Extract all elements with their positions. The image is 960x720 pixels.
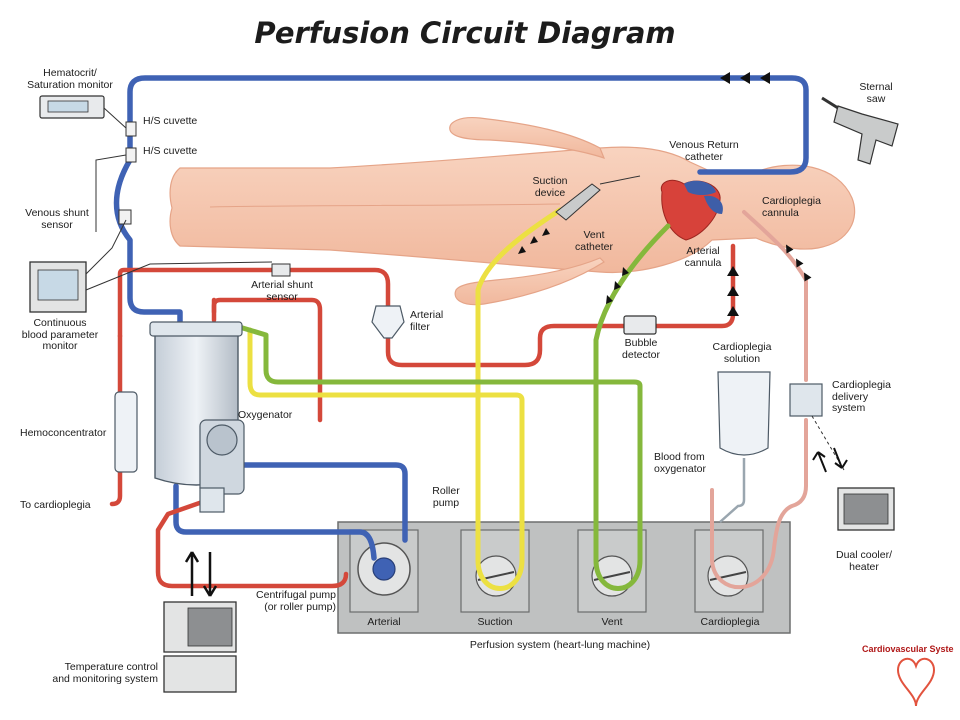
suction-device-handle [555,183,601,221]
perfusion-system-label: Perfusion system (heart-lung machine) [469,639,651,651]
brand-heart-icon [896,657,936,707]
arterial-shunt-sensor-label: Arterial shunt sensor [251,279,313,303]
arterial-shunt-sensor-device [271,263,291,277]
heart-lung-machine [337,521,791,634]
cardioplegia-solution-label: Cardioplegia solution [712,341,772,365]
vent-catheter-label: Vent catheter [575,229,613,253]
cardioplegia-delivery-label: Cardioplegia delivery system [832,379,891,414]
down-arrow-icon [202,552,218,597]
oxygenator-label: Oxygenator [238,409,293,421]
arterial-filter-label: Arterial filter [410,309,444,333]
brand-text: Cardiovascular Syste [862,644,954,654]
cardioplegia-solution-bag [717,371,771,456]
temperature-control-device [163,601,237,693]
sternal-saw-label: Sternal saw [859,81,893,105]
hs-cuvette-1-device [125,121,137,137]
continuous-monitor-label: Continuous blood parameter monitor [21,317,99,352]
bubble-detector-device [623,315,657,335]
vent-line [233,223,671,591]
down-arrow-icon [833,447,848,469]
arterial-filter-device [371,305,405,339]
arterial-line [109,243,736,589]
hemoconcentrator-device [114,391,138,473]
pump-suction-label: Suction [477,616,513,628]
hemoconcentrator-label: Hemoconcentrator [20,427,107,439]
cardioplegia-cannula-label: Cardioplegia cannula [762,195,821,219]
pump-arterial-label: Arterial [367,616,401,628]
oxygenator [149,321,245,513]
patient-body [169,117,856,306]
dual-cooler-device [837,487,895,531]
roller-pump-label: Roller pump [432,485,460,509]
flow-arrows [518,72,812,316]
cardioplegia-solution-line [719,458,746,523]
hematocrit-monitor-label: Hematocrit/ Saturation monitor [27,67,113,91]
bubble-detector-label: Bubble detector [622,337,660,361]
arterial-cannula-label: Arterial cannula [684,245,722,269]
page-title: Perfusion Circuit Diagram [254,16,676,50]
blood-from-oxygenator-label: Blood from oxygenator [654,451,706,475]
venous-line [113,75,809,561]
suction-line [247,207,563,591]
venous-return-catheter-label: Venous Return catheter [669,139,739,163]
venous-shunt-sensor-label: Venous shunt sensor [25,207,89,231]
pump-cardioplegia-label: Cardioplegia [700,616,760,628]
hs-cuvette-2-label: H/S cuvette [143,145,198,157]
heart [660,179,723,241]
pump-vent-label: Vent [601,616,623,628]
temperature-control-label: Temperature control and monitoring syste… [52,661,158,685]
cardioplegia-delivery-device [789,383,823,417]
hs-cuvette-1-label: H/S cuvette [143,115,198,127]
centrifugal-pump-label: Centrifugal pump (or roller pump) [256,589,336,613]
venous-shunt-sensor-device [118,209,132,225]
to-cardioplegia-label: To cardioplegia [20,499,91,511]
up-arrow-icon [812,451,827,473]
hs-cuvette-2-device [125,147,137,163]
dual-cooler-label: Dual cooler/ heater [835,549,893,573]
up-arrow-icon [184,551,200,596]
sternal-saw-device [821,96,899,165]
suction-device-label: Suction device [532,175,568,199]
